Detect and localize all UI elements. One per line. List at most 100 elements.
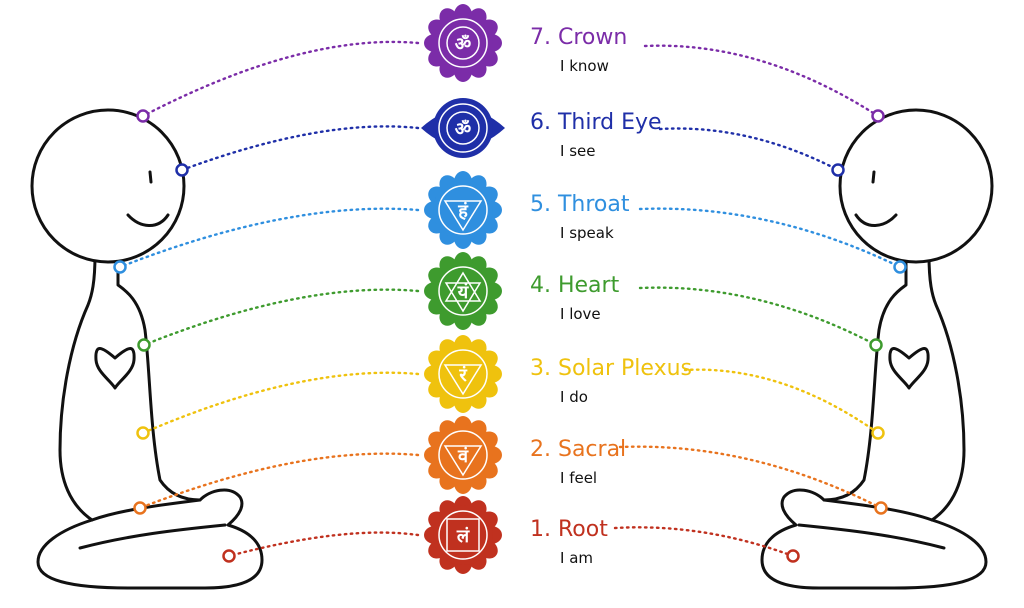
chakra-name: 1. Root	[530, 517, 608, 542]
inner-ring	[438, 18, 488, 68]
chakra-disc	[433, 261, 493, 321]
inner-ring	[438, 430, 488, 480]
chakra-phrase: I feel	[560, 469, 597, 487]
chakra-name: 5. Throat	[530, 192, 630, 217]
chakra-phrase: I speak	[560, 224, 614, 242]
line-right-root	[613, 526, 795, 558]
chakra-phrase: I see	[560, 142, 595, 160]
chakra-labels: 7. Crown I know 6. Third Eye I see 5. Throat…	[530, 25, 692, 567]
inner-ring	[438, 510, 488, 560]
chakra-disc	[433, 180, 493, 240]
label-solar-plexus: 3. Solar Plexus I do	[530, 356, 692, 406]
left-point-throat	[113, 260, 127, 274]
left-figure-head	[30, 108, 186, 264]
label-root: 1. Root I am	[530, 517, 608, 567]
right-point-heart	[869, 338, 883, 352]
chakra-icon-root: लं	[424, 496, 502, 574]
chakra-phrase: I know	[560, 57, 609, 75]
inner-ring	[438, 185, 488, 235]
line-left-third-eye	[180, 125, 420, 172]
chakra-symbol: ॐ	[455, 34, 471, 55]
chakra-symbol: लं	[456, 526, 470, 547]
right-figure-eye	[871, 170, 876, 184]
line-left-heart	[142, 288, 420, 347]
left-point-heart	[137, 338, 151, 352]
chakra-phrase: I love	[560, 305, 601, 323]
chakra-disc	[433, 425, 493, 485]
chakra-name: 7. Crown	[530, 25, 627, 50]
label-crown: 7. Crown I know	[530, 25, 627, 75]
chakra-name: 3. Solar Plexus	[530, 356, 692, 381]
inner-ring	[438, 266, 488, 316]
chakra-symbol: रं	[458, 365, 467, 386]
label-third-eye: 6. Third Eye I see	[530, 110, 662, 160]
right-figure-heart-icon	[888, 347, 930, 390]
left-figure-smile	[126, 213, 170, 227]
right-meditating-figure	[760, 108, 994, 590]
right-point-root	[786, 549, 800, 563]
triangle	[443, 364, 483, 396]
line-right-sacral	[618, 445, 883, 510]
triangle	[443, 445, 483, 477]
right-figure-smile	[854, 213, 898, 227]
chakra-icon-third-eye: ॐ	[421, 98, 505, 158]
chakra-icons: ॐ ॐ हं यं रं वं लं	[421, 4, 505, 574]
label-sacral: 2. Sacral I feel	[530, 437, 626, 487]
right-point-solar-plexus	[871, 426, 885, 440]
line-right-crown	[643, 44, 880, 118]
chakra-phrase: I do	[560, 388, 588, 406]
chakra-name: 6. Third Eye	[530, 110, 662, 135]
right-point-sacral	[874, 501, 888, 515]
right-point-third-eye	[831, 163, 845, 177]
body-points	[113, 109, 907, 563]
symbol-ring	[446, 26, 480, 60]
chakra-icon-sacral: वं	[424, 416, 502, 494]
left-point-root	[222, 549, 236, 563]
chakra-symbol: वं	[457, 446, 469, 467]
line-right-third-eye	[658, 127, 840, 172]
chakra-name: 2. Sacral	[530, 437, 626, 462]
connector-lines	[118, 40, 902, 558]
line-left-sacral	[138, 452, 420, 510]
left-point-crown	[136, 109, 150, 123]
left-point-solar-plexus	[136, 426, 150, 440]
line-right-solar-plexus	[683, 368, 880, 435]
left-figure-heart-icon	[94, 347, 136, 390]
line-right-heart	[638, 286, 878, 347]
right-figure-body	[760, 253, 988, 590]
line-left-crown	[141, 40, 420, 118]
chakra-icon-heart: यं	[424, 252, 502, 330]
chakra-icon-crown: ॐ	[424, 4, 502, 82]
chakra-disc	[433, 505, 493, 565]
left-figure-eye	[148, 170, 153, 184]
left-point-third-eye	[175, 163, 189, 177]
left-meditating-figure	[30, 108, 264, 590]
line-left-solar-plexus	[141, 371, 420, 435]
chakra-symbol: ॐ	[455, 119, 471, 140]
square	[446, 518, 480, 552]
right-figure-head	[838, 108, 994, 264]
chakra-disc	[433, 13, 493, 73]
chakra-icon-throat: हं	[424, 171, 502, 249]
symbol-ring	[446, 111, 480, 145]
right-point-throat	[893, 260, 907, 274]
chakra-symbol: हं	[457, 201, 469, 222]
line-left-root	[227, 531, 420, 558]
label-heart: 4. Heart I love	[530, 273, 620, 323]
triangle	[443, 200, 483, 232]
inner-ring	[438, 349, 488, 399]
inner-ring	[438, 103, 488, 153]
chakra-icon-solar-plexus: रं	[424, 335, 502, 413]
label-throat: 5. Throat I speak	[530, 192, 630, 242]
hexagram	[444, 271, 482, 313]
right-point-crown	[871, 109, 885, 123]
chakra-disc	[433, 344, 493, 404]
left-figure-body	[36, 253, 264, 590]
chakra-phrase: I am	[560, 549, 593, 567]
left-point-sacral	[133, 501, 147, 515]
line-right-throat	[638, 207, 902, 269]
line-left-throat	[118, 207, 420, 269]
chakra-symbol: यं	[457, 282, 470, 303]
chakra-name: 4. Heart	[530, 273, 620, 298]
